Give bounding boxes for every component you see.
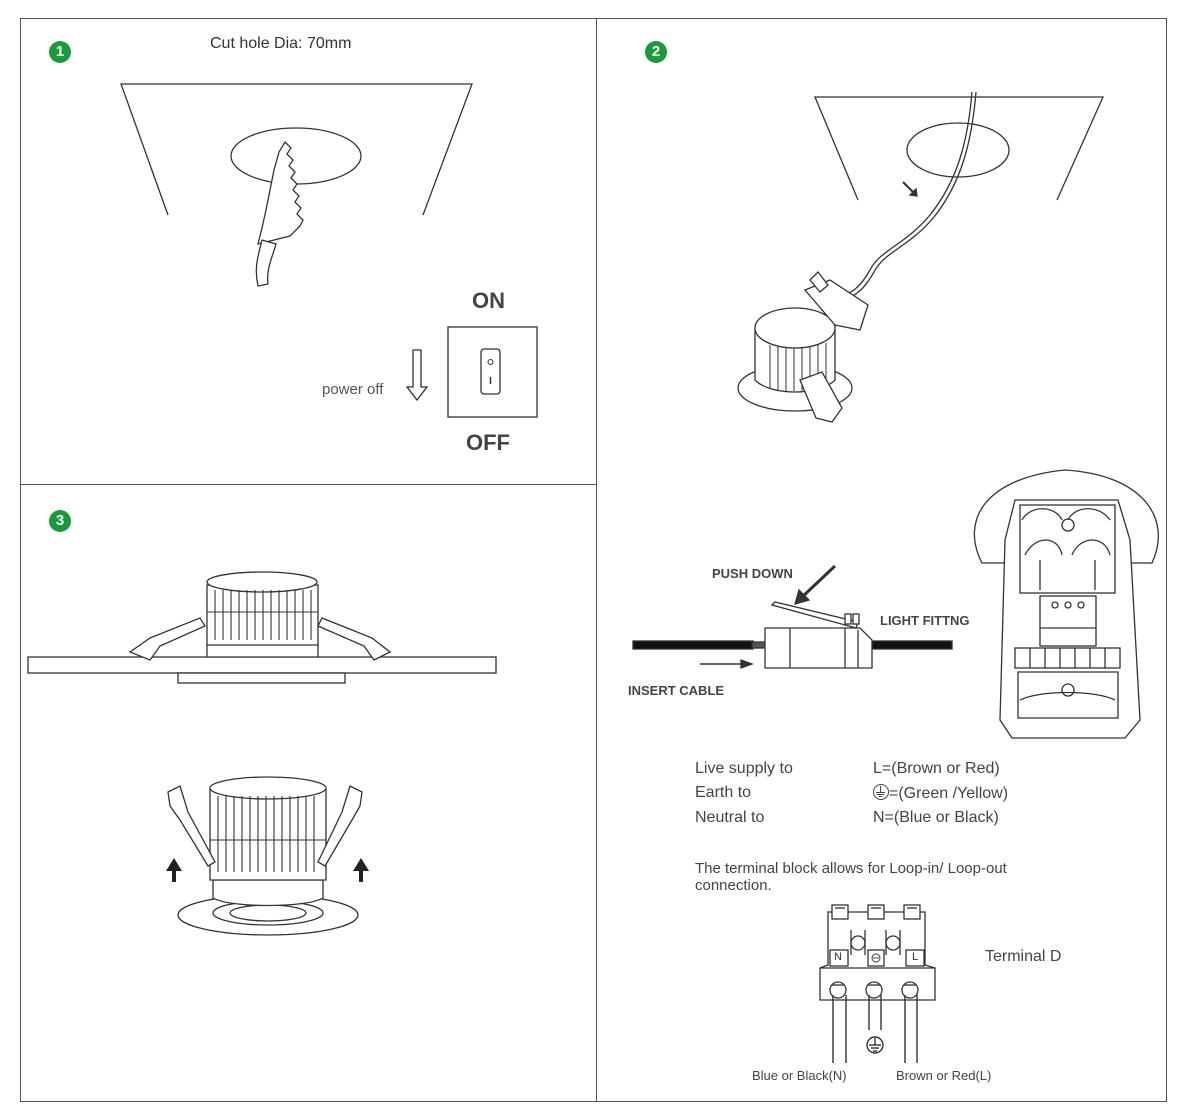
step-2-badge: 2 (645, 41, 667, 63)
terminal-note: The terminal block allows for Loop-in/ L… (695, 860, 1007, 894)
spring-clip (799, 371, 843, 423)
spring-clip-left (167, 785, 216, 867)
instruction-sheet-frame (20, 18, 1167, 1102)
wiring-live-value: L=(Brown or Red) (873, 760, 1000, 777)
light-fitting-label: LIGHT FITTNG (880, 613, 970, 628)
terminal-label: Terminal D (985, 948, 1062, 965)
wiring-live-label: Live supply to (695, 760, 793, 777)
wiring-neutral-value: N=(Blue or Black) (873, 809, 999, 826)
power-off-arrow-icon (405, 349, 429, 402)
push-down-label: PUSH DOWN (712, 566, 793, 581)
earth-symbol-icon (873, 784, 889, 800)
step-1-badge: 1 (49, 41, 71, 63)
live-wire-label: Brown or Red(L) (896, 1068, 992, 1083)
cut-hole-label: Cut hole Dia: 70mm (210, 35, 352, 52)
up-arrow-icon (166, 858, 182, 871)
insert-cable-label: INSERT CABLE (628, 683, 725, 698)
wiring-earth-label: Earth to (695, 784, 752, 801)
saw-blade-icon (257, 140, 304, 245)
panel-divider-horizontal (20, 484, 597, 485)
spring-clip-right (317, 785, 363, 867)
saw-handle-icon (255, 239, 277, 287)
terminal-letter-l: L (912, 951, 919, 963)
switch-off-label: OFF (466, 430, 510, 455)
push-down-arrow-icon (794, 588, 811, 605)
spring-clip-right (317, 617, 392, 661)
power-off-label: power off (322, 381, 384, 398)
wiring-earth-row: =(Green /Yellow) (873, 784, 1008, 803)
switch-on-label: ON (472, 288, 505, 313)
wiring-earth-value: =(Green /Yellow) (889, 785, 1009, 802)
step-3-badge: 3 (49, 510, 71, 532)
panel-divider-vertical (596, 18, 597, 1102)
supply-cable (837, 91, 973, 297)
ceiling-board (814, 96, 1105, 201)
spring-clip-left (128, 617, 206, 661)
terminal-letter-n: N (834, 951, 842, 963)
earth-symbol-icon (866, 1036, 884, 1054)
ceiling-board (120, 83, 473, 216)
insert-arrow-icon (740, 659, 754, 669)
wiring-neutral-label: Neutral to (695, 809, 765, 826)
switch-rocker (480, 348, 501, 395)
ceiling-board (27, 656, 497, 674)
neutral-wire-label: Blue or Black(N) (752, 1068, 847, 1083)
up-arrow-icon (353, 858, 369, 871)
downlight-body (209, 789, 327, 881)
downlight-trim (177, 672, 346, 684)
